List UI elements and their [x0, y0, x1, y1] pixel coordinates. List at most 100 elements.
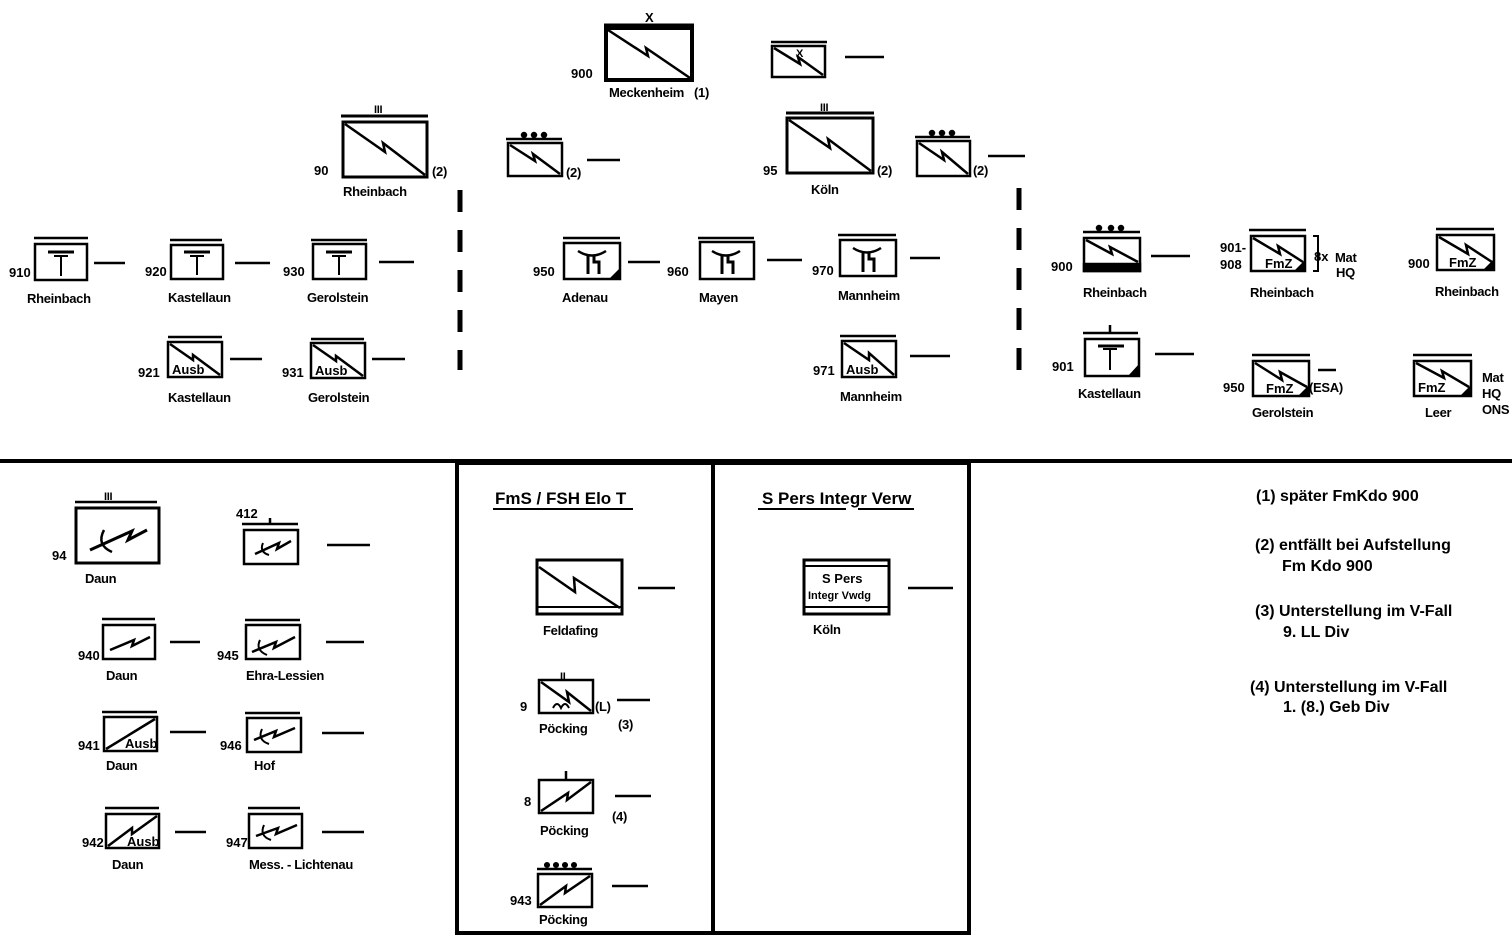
footnote-2: (2) entfällt bei Aufstellung — [1255, 537, 1451, 554]
svg-text:Ausb: Ausb — [172, 362, 205, 377]
svg-text:HQ: HQ — [1336, 265, 1355, 280]
svg-text:Ausb: Ausb — [315, 363, 348, 378]
unit-95-small: (2) — [915, 129, 1025, 178]
svg-text:S Pers: S Pers — [822, 571, 862, 586]
svg-text:930: 930 — [283, 264, 305, 279]
svg-text:94: 94 — [52, 548, 67, 563]
svg-text:FmZ: FmZ — [1266, 381, 1294, 396]
unit-spers-koeln: S Pers Integr Vwdg Köln — [802, 558, 953, 637]
lightning-icon — [788, 118, 872, 173]
unit-95-koeln: III 95 (2) Köln — [763, 102, 892, 197]
svg-text:(L): (L) — [595, 699, 611, 714]
svg-text:950: 950 — [533, 264, 555, 279]
svg-text:II: II — [560, 671, 566, 683]
unit-970: 970 Mannheim — [812, 233, 940, 303]
unit-931: Ausb 931 Gerolstein — [282, 337, 405, 405]
svg-text:(4): (4) — [612, 809, 627, 824]
svg-text:Köln: Köln — [811, 182, 839, 197]
panel-fms: FmS / FSH Elo T Feldafing II 9 (L) (3) P… — [493, 489, 675, 927]
svg-text:901: 901 — [1052, 359, 1074, 374]
svg-text:Kastellaun: Kastellaun — [1078, 386, 1141, 401]
svg-text:X: X — [796, 48, 804, 60]
svg-text:Daun: Daun — [112, 857, 144, 872]
unit-9-poecking: II 9 (L) (3) Pöcking — [520, 671, 650, 736]
svg-text:Mat: Mat — [1482, 370, 1504, 385]
unit-900-rheinbach: 900 Rheinbach — [1051, 224, 1190, 300]
svg-text:Gerolstein: Gerolstein — [1252, 405, 1314, 420]
svg-text:Köln: Köln — [813, 622, 841, 637]
footnote-1: (1) später FmKdo 900 — [1256, 488, 1419, 505]
svg-text:920: 920 — [145, 264, 167, 279]
unit-947: 947 Mess. - Lichtenau — [226, 806, 364, 872]
svg-text:(2): (2) — [566, 165, 581, 180]
svg-text:Integr Vwdg: Integr Vwdg — [808, 590, 871, 602]
unit-941: Ausb 941 Daun — [78, 710, 206, 773]
svg-text:900: 900 — [1051, 259, 1073, 274]
unit-8-poecking: 8 (4) Pöcking — [524, 771, 651, 838]
svg-text:Fm Kdo 900: Fm Kdo 900 — [1282, 558, 1373, 575]
footnotes: (1) später FmKdo 900 (2) entfällt bei Au… — [1250, 488, 1452, 716]
unit-960: 960 Mayen — [667, 236, 802, 305]
svg-text:8x: 8x — [1314, 249, 1329, 264]
svg-text:970: 970 — [812, 263, 834, 278]
unit-command-small: X — [770, 40, 884, 79]
svg-text:Kastellaun: Kastellaun — [168, 290, 231, 305]
svg-text:Ehra-Lessien: Ehra-Lessien — [246, 668, 324, 683]
unit-901-908: FmZ 901- 908 8x Mat HQ Rheinbach — [1220, 228, 1358, 300]
svg-text:III: III — [104, 491, 113, 503]
svg-text:Ausb: Ausb — [846, 362, 879, 377]
footnote-4: (4) Unterstellung im V-Fall — [1250, 679, 1447, 696]
svg-text:Ausb: Ausb — [125, 736, 158, 751]
svg-text:Rheinbach: Rheinbach — [1435, 284, 1499, 299]
svg-text:ONS: ONS — [1482, 402, 1510, 417]
svg-text:Mess. - Lichtenau: Mess. - Lichtenau — [249, 857, 353, 872]
svg-text:942: 942 — [82, 835, 104, 850]
lightning-icon — [607, 28, 691, 80]
svg-text:Rheinbach: Rheinbach — [1250, 285, 1314, 300]
svg-text:971: 971 — [813, 363, 835, 378]
unit-feldafing: Feldafing — [535, 558, 675, 638]
svg-text:950: 950 — [1223, 380, 1245, 395]
svg-text:921: 921 — [138, 365, 160, 380]
svg-text:9. LL Div: 9. LL Div — [1283, 624, 1349, 641]
svg-text:412: 412 — [236, 506, 258, 521]
svg-text:Daun: Daun — [106, 758, 138, 773]
svg-text:FmZ: FmZ — [1449, 255, 1477, 270]
svg-text:900: 900 — [1408, 256, 1430, 271]
footnote-3: (3) Unterstellung im V-Fall — [1255, 603, 1452, 620]
unit-94: III 94 Daun — [52, 491, 161, 586]
svg-text:Adenau: Adenau — [562, 290, 608, 305]
svg-text:90: 90 — [314, 163, 328, 178]
svg-text:946: 946 — [220, 738, 242, 753]
svg-text:Pöcking: Pöcking — [539, 721, 588, 736]
unit-90-rheinbach: III 90 (2) Rheinbach — [314, 104, 447, 199]
svg-text:8: 8 — [524, 794, 531, 809]
unit-950-gerolstein: FmZ 950 (ESA) Gerolstein — [1223, 353, 1343, 420]
unit-943-poecking: 943 Pöcking — [510, 861, 648, 927]
unit-930: 930 Gerolstein — [283, 238, 414, 305]
unit-946: 946 Hof — [220, 711, 364, 773]
svg-text:Mannheim: Mannheim — [840, 389, 902, 404]
unit-950: 950 Adenau — [533, 236, 660, 305]
unit-location: Meckenheim — [609, 85, 684, 100]
panel-heading: FmS / FSH Elo T — [495, 489, 627, 508]
svg-text:9: 9 — [520, 699, 527, 714]
svg-text:HQ: HQ — [1482, 386, 1501, 401]
svg-text:Pöcking: Pöcking — [540, 823, 589, 838]
unit-900-fmz-rheinbach: FmZ 900 Rheinbach — [1408, 227, 1499, 299]
unit-942: Ausb 942 Daun — [82, 806, 206, 872]
svg-text:945: 945 — [217, 648, 239, 663]
svg-text:(2): (2) — [432, 164, 447, 179]
echelon-mark: III — [820, 102, 829, 114]
svg-text:Mayen: Mayen — [699, 290, 738, 305]
svg-text:Hof: Hof — [254, 758, 276, 773]
svg-text:901-: 901- — [1220, 240, 1246, 255]
svg-text:Gerolstein: Gerolstein — [308, 390, 370, 405]
panel-spers-frame — [711, 461, 971, 935]
svg-text:Leer: Leer — [1425, 405, 1452, 420]
svg-text:943: 943 — [510, 893, 532, 908]
svg-text:931: 931 — [282, 365, 304, 380]
svg-text:FmZ: FmZ — [1265, 256, 1293, 271]
svg-text:Rheinbach: Rheinbach — [27, 291, 91, 306]
